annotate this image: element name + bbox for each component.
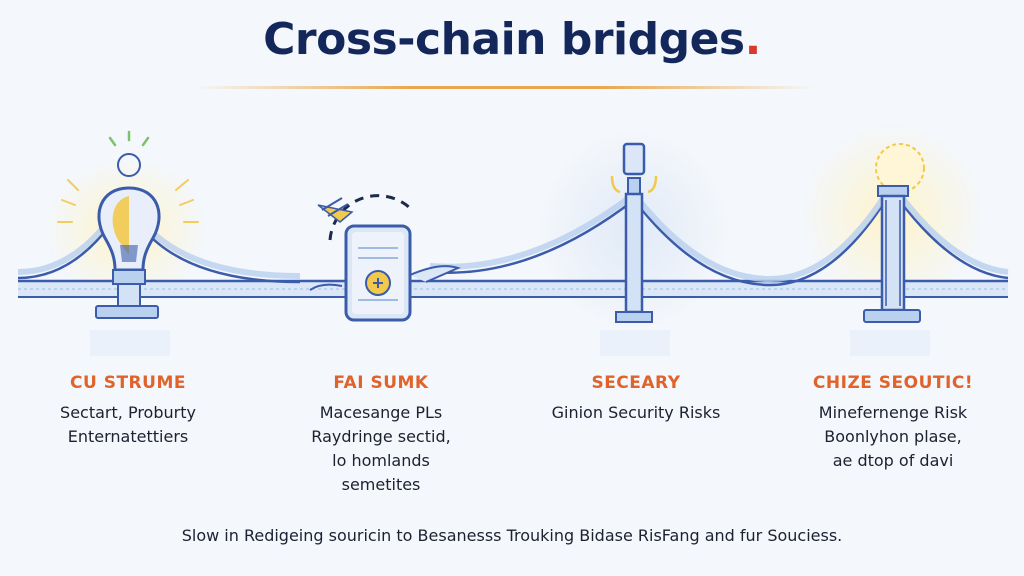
suspension-cables [17,189,1009,287]
sun-icon [875,143,925,193]
column-2-line: semetites [341,475,421,494]
column-1-line: Enternatettiers [67,427,189,446]
column-3-line: Ginion Security Risks [551,403,721,422]
footer-caption: Slow in Redigeing souricin to Besanesss … [181,526,843,545]
bridge-deck [18,279,1008,298]
title-dot: . [744,14,762,65]
right-tower [863,185,921,323]
bridge-illustration [17,125,1009,356]
column-2-line: Macesange PLs [319,403,443,422]
page-title: Cross-chain bridges. [0,14,1024,65]
water-reflections [90,330,930,356]
center-tower [615,177,653,323]
title-underline [195,86,815,89]
column-1-line: Sectart, Proburty [60,403,196,422]
column-2-line: Raydringe sectid, [311,427,451,446]
column-4-line: Minefernenge Risk [818,403,968,422]
column-1-description: Sectart, Proburty Enternatettiers [13,401,243,449]
column-4-heading: CHIZE SEOUTIC! [812,373,974,393]
column-4-description: Minefernenge Risk Boonlyhon plase, ae dt… [778,401,1008,473]
lamp-icon [610,142,658,194]
column-1: CU STRUME Sectart, Proburty Enternatetti… [13,373,243,449]
left-tower-base [95,269,159,319]
column-2-description: Macesange PLs Raydringe sectid, lo homla… [266,401,496,497]
column-4-line: ae dtop of davi [832,451,954,470]
title-text: Cross-chain bridges [263,14,745,65]
lightbulb-icon [57,130,199,272]
column-2: FAI SUMK Macesange PLs Raydringe sectid,… [266,373,496,497]
column-2-line: lo homlands [332,451,430,470]
document-shield-icon [309,194,461,322]
column-3-heading: SECEARY [591,373,681,393]
column-3-description: Ginion Security Risks [521,401,751,425]
column-1-heading: CU STRUME [70,373,186,393]
column-4-line: Boonlyhon plase, [824,427,962,446]
column-2-heading: FAI SUMK [333,373,429,393]
column-4: CHIZE SEOUTIC! Minefernenge Risk Boonlyh… [778,373,1008,473]
column-3: SECEARY Ginion Security Risks [521,373,751,425]
